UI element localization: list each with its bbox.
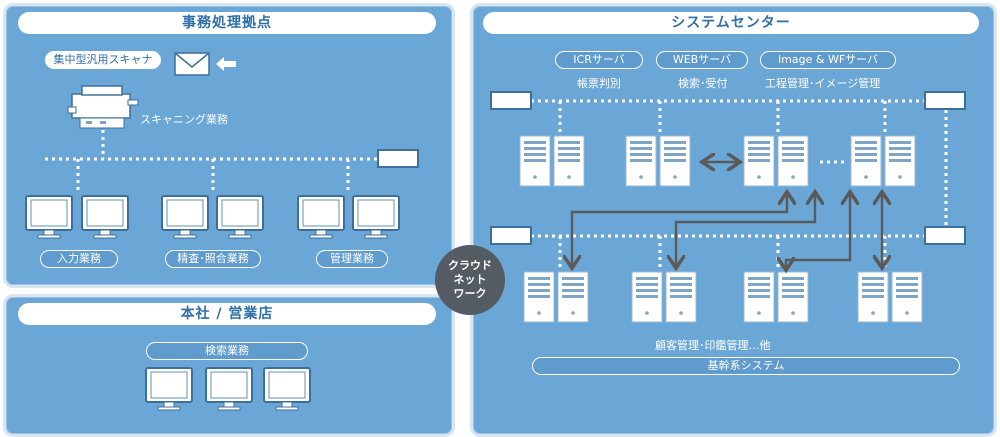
office-title: 事務処理拠点 [18, 12, 436, 34]
icr-server-tag: ICRサーバ [555, 51, 643, 69]
center-router-top-right [924, 91, 966, 110]
web-server-tag: WEBサーバ [656, 51, 748, 69]
cloud-line-1: クラウド [448, 259, 492, 272]
group-tag-check: 精査･照合業務 [165, 250, 261, 268]
web-server-desc: 検索･受付 [678, 77, 728, 90]
cloud-line-3: ワーク [453, 287, 487, 300]
data-flow-arrows [572, 162, 882, 268]
office-panel [3, 3, 455, 288]
center-lower-lan [531, 234, 925, 270]
office-router [377, 149, 419, 168]
image-wf-server-desc: 工程管理･イメージ管理 [765, 77, 881, 90]
monitor-icon [216, 195, 264, 239]
server-icon-core-3 [743, 271, 809, 323]
monitor-icon [297, 195, 345, 239]
office-lan [45, 130, 378, 190]
scanning-label: スキャニング業務 [140, 113, 228, 126]
image-wf-server-tag: Image & WFサーバ [760, 51, 896, 69]
monitor-icon [161, 195, 209, 239]
group-tag-input: 入力業務 [40, 250, 118, 268]
monitor-icon [25, 195, 73, 239]
monitor-icon [205, 367, 253, 411]
search-tag: 検索業務 [146, 342, 308, 360]
group-tag-manage: 管理業務 [316, 250, 388, 268]
scanner-icon [67, 85, 139, 129]
icr-server-desc: 帳票判別 [577, 77, 621, 90]
cloud-network-badge: クラウド ネット ワーク [435, 245, 505, 315]
system-center-title: システムセンター [483, 12, 979, 34]
scanner-tag: 集中型汎用スキャナ [45, 51, 161, 69]
center-upper-lan [531, 99, 948, 225]
hq-title: 本社 / 営業店 [18, 303, 436, 325]
server-icon-core-2 [631, 271, 697, 323]
server-icon-core-4 [857, 271, 923, 323]
server-icon-image-wf-2 [850, 135, 916, 187]
monitor-icon [81, 195, 129, 239]
server-icon-core-1 [523, 271, 589, 323]
monitor-icon [263, 367, 311, 411]
server-icon-image-wf-1 [743, 135, 809, 187]
center-router-bottom-left [490, 226, 532, 245]
center-router-bottom-right [924, 226, 966, 245]
server-icon-icr [519, 135, 585, 187]
center-router-top-left [490, 91, 532, 110]
mail-icon [174, 52, 236, 76]
monitor-icon [145, 367, 193, 411]
monitor-icon [352, 195, 400, 239]
core-system-tag: 基幹系システム [532, 357, 960, 375]
core-desc: 顧客管理･印鑑管理…他 [655, 339, 771, 352]
server-icon-web [625, 135, 691, 187]
cloud-line-2: ネット [453, 273, 487, 286]
